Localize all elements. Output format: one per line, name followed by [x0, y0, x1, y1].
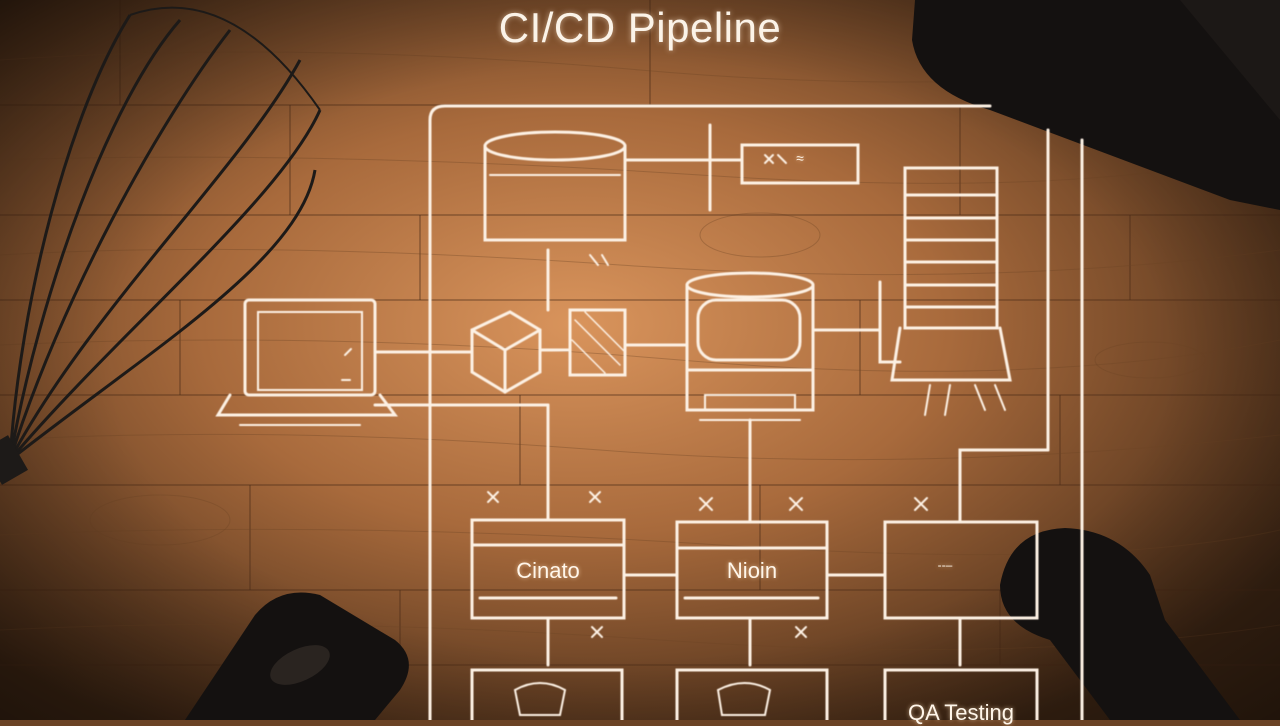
qa-testing-box [883, 668, 1039, 726]
build-cube-node [470, 310, 542, 394]
return-line [958, 448, 1050, 522]
glyph-markers [341, 154, 928, 638]
spatula-decoration [912, 0, 1280, 210]
pipeline-drawing [215, 104, 1084, 726]
bottom-box-1 [470, 668, 624, 726]
artifact-node [568, 308, 627, 377]
stage-3-label: ‐‑‒ [937, 558, 953, 572]
qa-testing-label: QA Testing [908, 700, 1014, 725]
server-rack-node [878, 166, 1012, 416]
whisk-decoration [0, 6, 322, 485]
diagram-title: CI/CD Pipeline [498, 4, 782, 51]
source-db-node [483, 130, 627, 242]
spatula-bottom-right [1000, 528, 1240, 720]
stage-1-label: Cinato [516, 558, 580, 583]
tag-box-label: ≈ [796, 150, 804, 166]
tag-box-node [740, 143, 860, 185]
stage-2-label: Nioin [726, 558, 778, 583]
bottom-box-2 [675, 668, 829, 726]
container-node [685, 271, 815, 421]
spatula-bottom-left [185, 592, 409, 720]
stage-2-box [675, 520, 829, 620]
frame-left-top [428, 104, 992, 722]
